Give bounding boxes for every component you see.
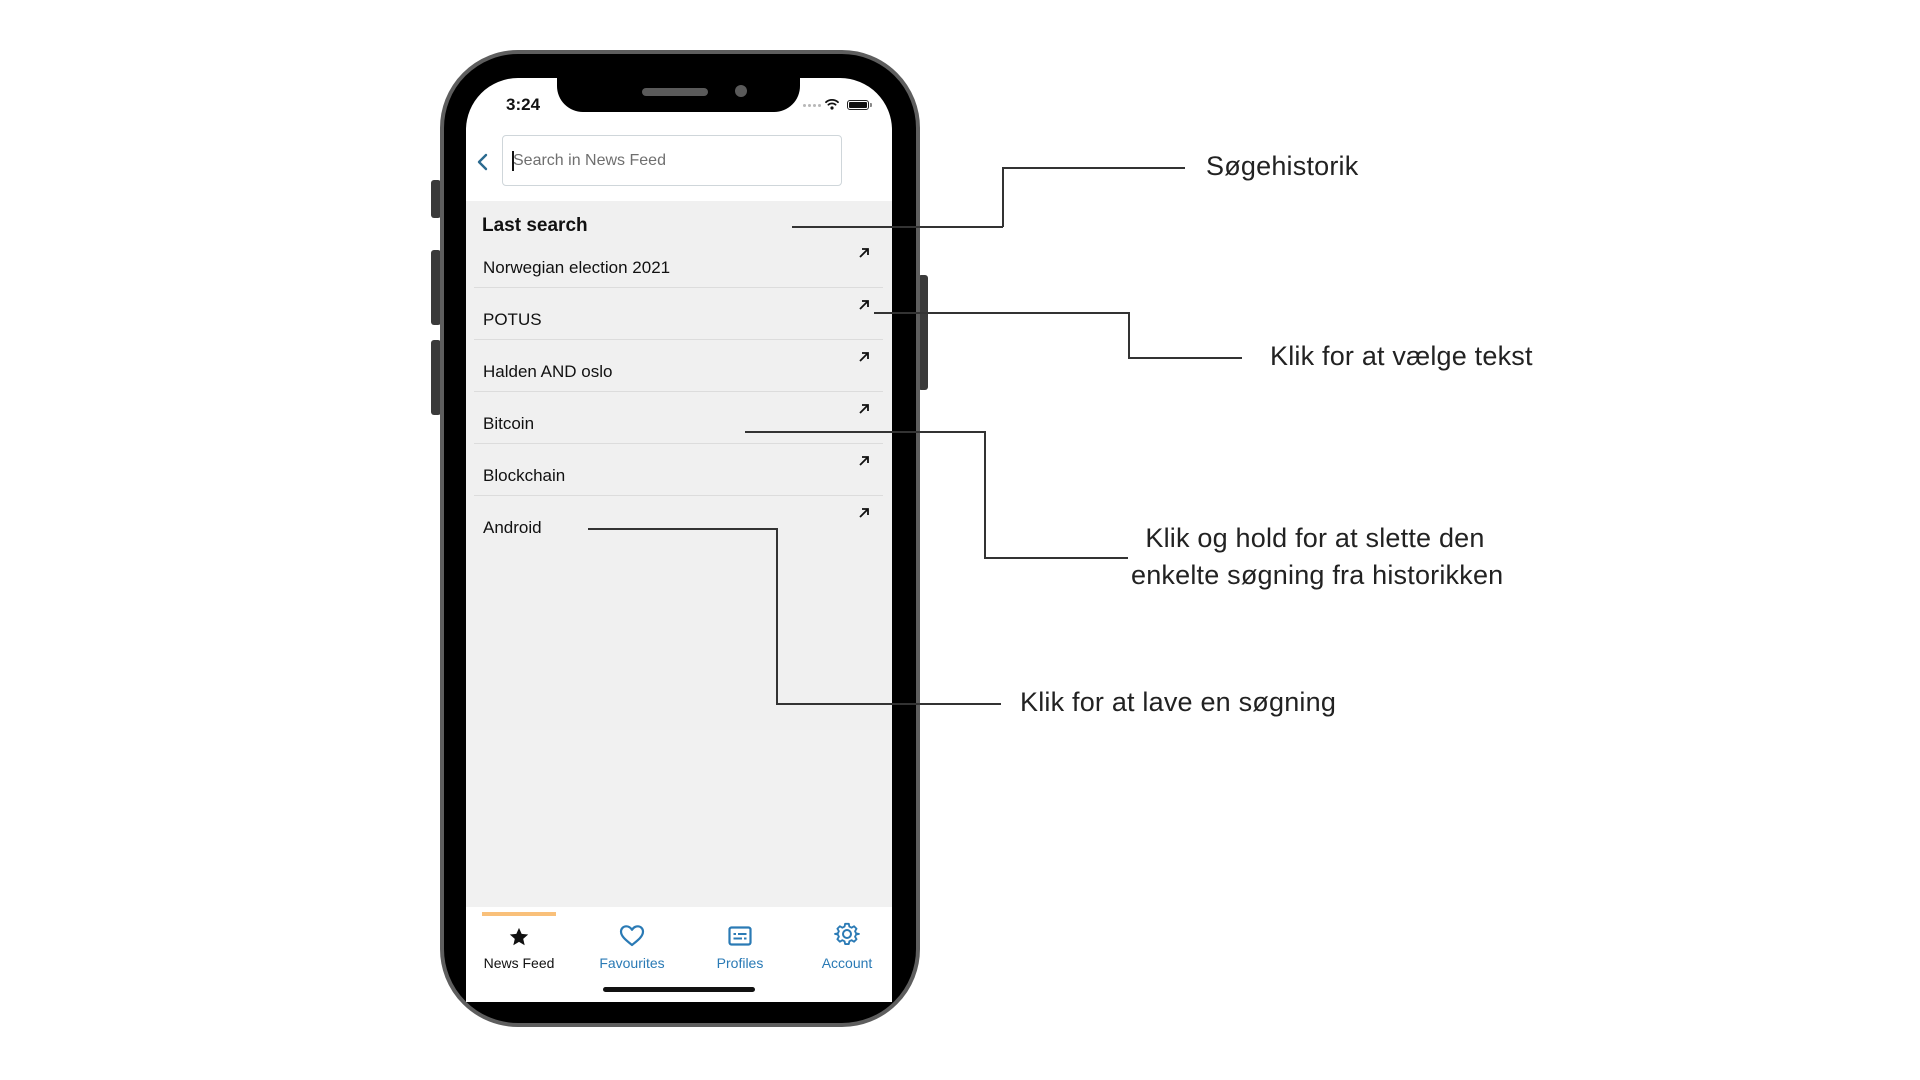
tab-bar (466, 907, 892, 1002)
tab-account[interactable]: Account (797, 907, 897, 977)
tab-news-feed[interactable]: News Feed (469, 907, 569, 977)
volume-up-button (431, 250, 441, 325)
search-field[interactable] (502, 135, 851, 186)
front-camera (735, 85, 747, 97)
arrow-up-right-icon[interactable] (857, 246, 871, 260)
arrow-up-right-icon[interactable] (857, 454, 871, 468)
power-button (918, 275, 928, 390)
text-cursor (512, 151, 514, 171)
cellular-signal-icon (803, 104, 821, 107)
speaker (642, 88, 708, 96)
tab-label: Profiles (716, 955, 764, 971)
arrow-up-right-icon[interactable] (857, 506, 871, 520)
annotation-delete-line1: Klik og hold for at slette den (1145, 523, 1485, 553)
tab-label: News Feed (483, 955, 555, 971)
callout-line (588, 528, 777, 530)
arrow-up-right-icon[interactable] (857, 402, 871, 416)
arrow-up-right-icon[interactable] (857, 350, 871, 364)
history-item-label: Android (483, 518, 542, 537)
callout-line (874, 312, 1129, 314)
home-indicator[interactable] (603, 987, 755, 992)
history-item[interactable]: Android (474, 496, 883, 548)
history-item[interactable]: Blockchain (474, 444, 883, 496)
callout-line (984, 557, 1128, 559)
annotation-delete: Klik og hold for at slette den enkelte s… (1131, 520, 1504, 594)
divider (474, 339, 883, 340)
callout-line (776, 528, 778, 704)
active-tab-indicator (482, 912, 556, 916)
search-input[interactable] (503, 136, 851, 185)
profile-card-icon (728, 926, 752, 946)
arrow-up-right-icon[interactable] (857, 298, 871, 312)
gear-icon (834, 922, 860, 946)
battery-tip (870, 103, 872, 107)
tab-favourites[interactable]: Favourites (582, 907, 682, 977)
callout-line (792, 226, 1003, 228)
history-item-label: POTUS (483, 310, 542, 329)
callout-line (1128, 357, 1242, 359)
history-item[interactable]: Halden AND oslo (474, 340, 883, 392)
battery-icon (847, 100, 869, 110)
tab-profiles[interactable]: Profiles (690, 907, 790, 977)
callout-line (1128, 312, 1130, 358)
annotation-search-history: Søgehistorik (1206, 151, 1359, 181)
history-item[interactable]: POTUS (474, 288, 883, 340)
history-item-label: Halden AND oslo (483, 362, 613, 381)
callout-line (984, 431, 986, 558)
history-item-label: Norwegian election 2021 (483, 258, 671, 277)
annotation-delete-line2: enkelte søgning fra historikken (1131, 560, 1504, 590)
history-item-label: Blockchain (483, 466, 566, 485)
history-item[interactable]: Norwegian election 2021 (474, 236, 883, 288)
volume-down-button (431, 340, 441, 415)
history-title: Last search (482, 215, 588, 236)
tab-label: Favourites (599, 955, 665, 971)
history-item[interactable]: Bitcoin (474, 392, 883, 444)
callout-line (1002, 167, 1185, 169)
divider (474, 495, 883, 496)
mute-switch (431, 180, 441, 218)
annotation-do-search: Klik for at lave en søgning (1020, 687, 1337, 717)
star-icon (509, 927, 529, 946)
wifi-icon (825, 99, 839, 110)
callout-line (1002, 167, 1004, 227)
callout-line (745, 431, 985, 433)
heart-icon (619, 925, 645, 947)
history-item-label: Bitcoin (483, 414, 535, 433)
back-chevron-icon[interactable] (476, 152, 490, 172)
callout-line (776, 703, 1001, 705)
annotation-select-text: Klik for at vælge tekst (1270, 341, 1533, 371)
tab-label: Account (821, 955, 873, 971)
divider (474, 287, 883, 288)
divider (474, 391, 883, 392)
status-time: 3:24 (506, 95, 541, 114)
empty-area (466, 730, 892, 907)
divider (474, 443, 883, 444)
